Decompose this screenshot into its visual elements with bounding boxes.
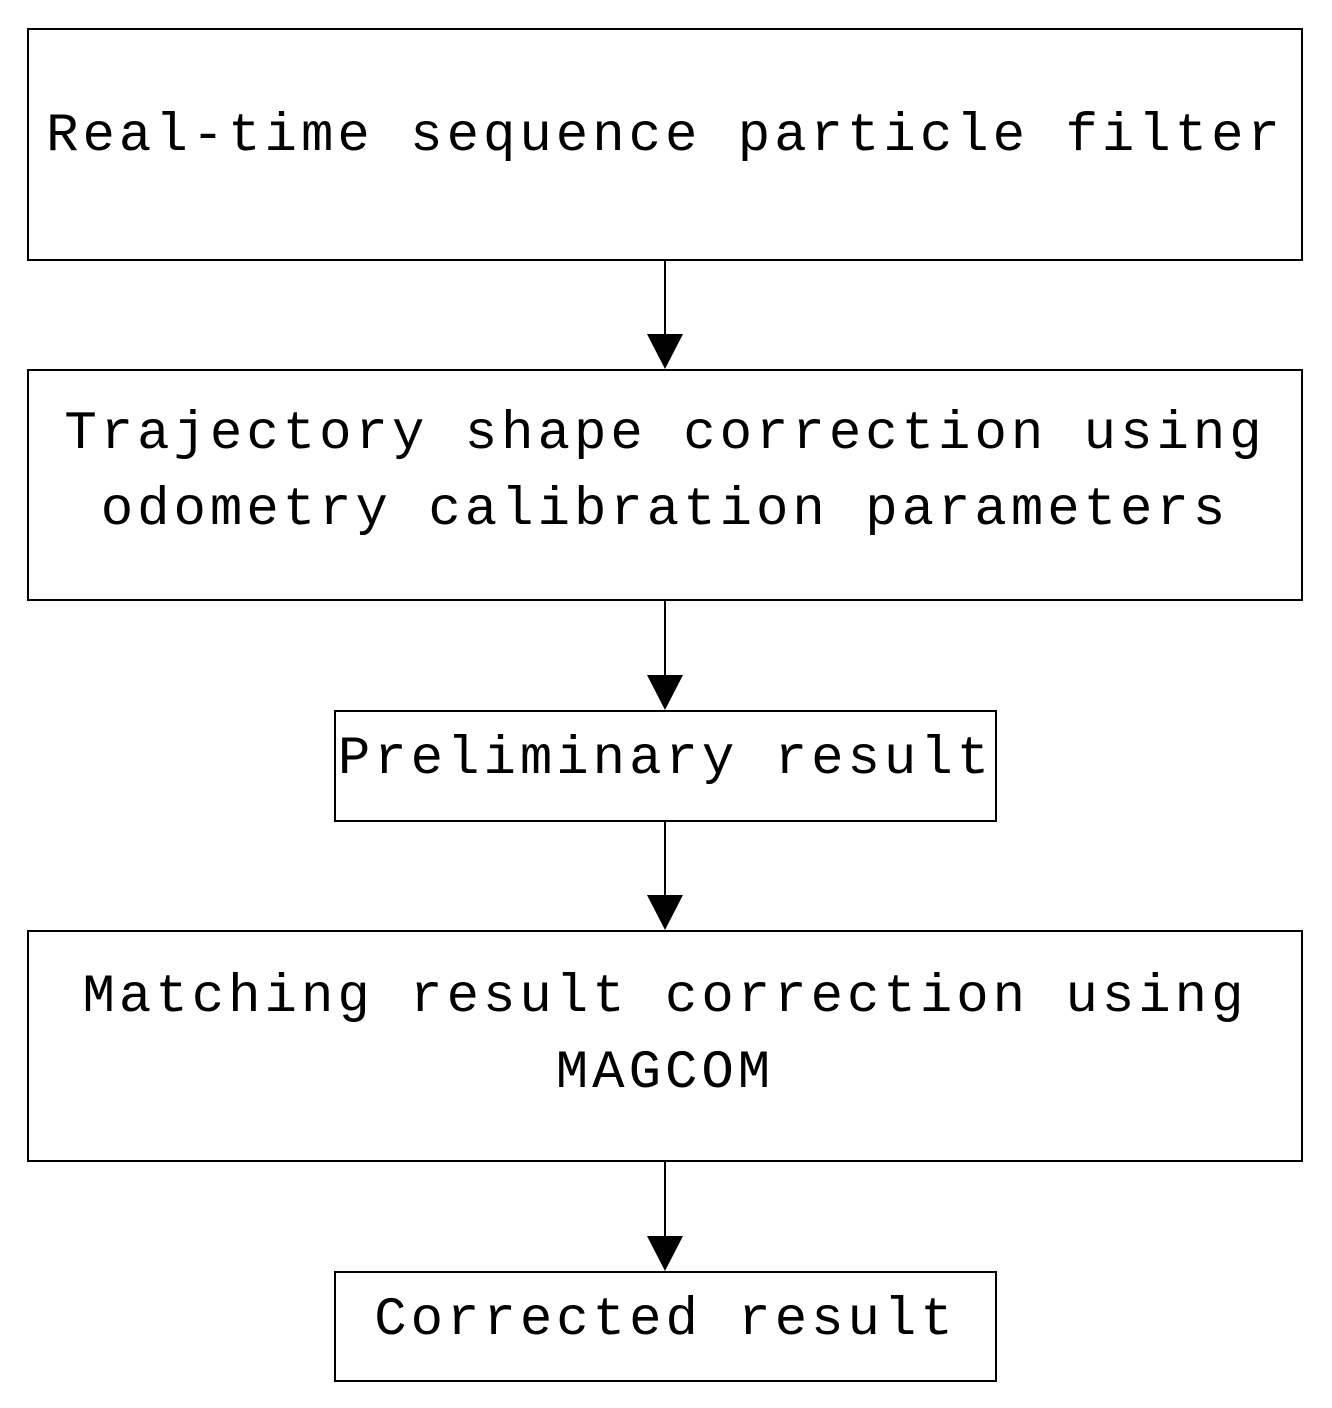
step-particle-filter-box: Real-time sequence particle filter <box>27 28 1303 261</box>
step-trajectory-correction-label: Trajectory shape correction using odomet… <box>64 397 1265 549</box>
step-trajectory-correction-box: Trajectory shape correction using odomet… <box>27 369 1303 601</box>
step-matching-correction-label: Matching result correction using MAGCOM <box>83 960 1248 1112</box>
step-preliminary-result-line-1: Preliminary result <box>337 729 994 790</box>
step-matching-correction-line-1: Matching result correction using <box>82 967 1248 1028</box>
step-preliminary-result-label: Preliminary result <box>338 722 993 798</box>
step-trajectory-correction-line-1: Trajectory shape correction using <box>64 404 1266 465</box>
step-matching-correction-line-2: MAGCOM <box>555 1043 775 1104</box>
arrow-step3-to-step4 <box>647 822 683 930</box>
step-particle-filter-line-1: Real-time sequence particle filter <box>46 105 1284 167</box>
step-preliminary-result-box: Preliminary result <box>334 710 997 822</box>
step-matching-correction-box: Matching result correction using MAGCOM <box>27 930 1303 1162</box>
arrow-step2-to-step3 <box>647 601 683 710</box>
step-trajectory-correction-line-2: odometry calibration parameters <box>100 480 1230 541</box>
step-particle-filter-label: Real-time sequence particle filter <box>46 99 1284 175</box>
step-corrected-result-label: Corrected result <box>374 1283 956 1359</box>
arrow-step1-to-step2 <box>647 261 683 369</box>
step-corrected-result-box: Corrected result <box>334 1271 997 1382</box>
step-corrected-result-line-1: Corrected result <box>374 1289 957 1351</box>
arrow-step4-to-step5 <box>647 1162 683 1271</box>
